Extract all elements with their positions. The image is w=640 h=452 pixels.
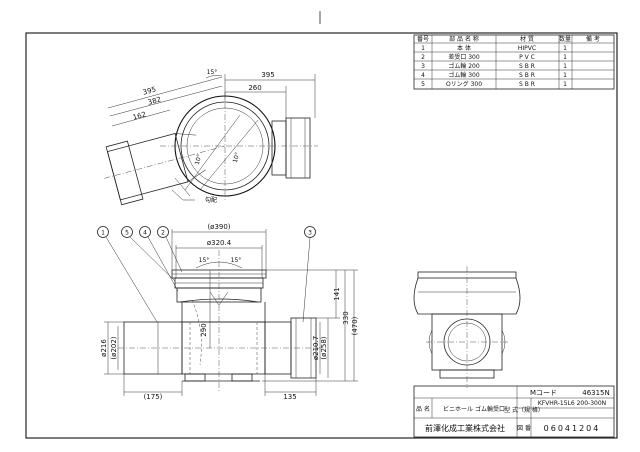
angle-15: 15° bbox=[207, 69, 218, 76]
svg-text:1: 1 bbox=[563, 72, 567, 79]
svg-text:Oリング 300: Oリング 300 bbox=[446, 80, 482, 88]
drawing-no-value: 06041204 bbox=[544, 424, 601, 433]
dim-470: (470) bbox=[351, 316, 359, 335]
header-material: 材 質 bbox=[520, 35, 534, 43]
code-label: Mコード bbox=[530, 389, 557, 397]
slope-note: 勾配 bbox=[205, 196, 217, 204]
table-row: 4 ゴム輪 300 S B R 1 bbox=[421, 71, 567, 79]
name-label: 品 名 bbox=[416, 405, 430, 413]
svg-text:1: 1 bbox=[563, 45, 567, 52]
table-row: 2 差受口 300 P V C 1 bbox=[421, 53, 567, 61]
balloon-1: 1 bbox=[97, 226, 109, 238]
dim-dia-258: (ø258) bbox=[320, 336, 328, 359]
balloon-2: 2 bbox=[157, 226, 169, 238]
balloon-3: 3 bbox=[304, 226, 316, 238]
balloon-4: 4 bbox=[139, 226, 151, 238]
dim-dia-216: ø216 bbox=[100, 339, 108, 357]
dim-dia-390: (ø390) bbox=[207, 223, 230, 231]
svg-text:1: 1 bbox=[421, 45, 425, 52]
sheet-border bbox=[25, 32, 618, 439]
side-view bbox=[413, 266, 521, 388]
svg-text:1: 1 bbox=[563, 81, 567, 88]
dim-175: (175) bbox=[144, 393, 163, 401]
svg-text:5: 5 bbox=[421, 81, 425, 88]
svg-text:S B R: S B R bbox=[519, 63, 535, 70]
svg-text:本 体: 本 体 bbox=[457, 44, 471, 52]
svg-text:S B R: S B R bbox=[519, 81, 535, 88]
dim-290: 290 bbox=[200, 323, 208, 336]
dim-162: 162 bbox=[132, 110, 147, 121]
balloon-5: 5 bbox=[121, 226, 133, 238]
dim-395: 395 bbox=[261, 71, 274, 79]
svg-text:2: 2 bbox=[161, 230, 165, 237]
dim-330: 330 bbox=[342, 311, 350, 324]
dim-395-angled: 395 bbox=[142, 85, 157, 96]
svg-text:3: 3 bbox=[421, 63, 425, 70]
svg-text:2: 2 bbox=[421, 54, 425, 61]
code-value: 46315N bbox=[582, 389, 610, 397]
svg-text:4: 4 bbox=[143, 230, 147, 237]
parts-table-header: 番号 部 品 名 称 材 質 数量 備 考 bbox=[417, 35, 600, 43]
product-name: ビニホール ゴム輪受口 bbox=[443, 405, 505, 413]
header-part-name: 部 品 名 称 bbox=[449, 35, 479, 43]
svg-text:5: 5 bbox=[125, 230, 129, 237]
dim-260: 260 bbox=[248, 84, 261, 92]
model-value: KFVHR-15L6 200-300N bbox=[538, 400, 606, 407]
svg-text:S B R: S B R bbox=[519, 72, 535, 79]
svg-text:P V C: P V C bbox=[519, 54, 535, 61]
top-view: 395 382 162 15° 395 260 10° 10° 勾配 bbox=[104, 69, 318, 206]
parts-table: 番号 部 品 名 称 材 質 数量 備 考 1 本 体 HIPVC 1 2 差受… bbox=[413, 34, 615, 90]
angle-10-left: 10° bbox=[194, 154, 204, 166]
header-no: 番号 bbox=[417, 36, 429, 43]
front-view: 1 5 4 2 3 bbox=[97, 223, 359, 401]
angle-10-right: 10° bbox=[232, 152, 242, 164]
table-row: 3 ゴム輪 200 S B R 1 bbox=[421, 62, 567, 70]
model-label: 型 式（規 格） bbox=[504, 406, 544, 414]
header-remarks: 備 考 bbox=[586, 35, 600, 43]
svg-text:差受口 300: 差受口 300 bbox=[448, 53, 480, 61]
svg-text:4: 4 bbox=[421, 72, 425, 79]
table-row: 5 Oリング 300 S B R 1 bbox=[421, 80, 567, 88]
angle-15-left: 15° bbox=[199, 257, 210, 264]
svg-text:1: 1 bbox=[101, 230, 105, 237]
dim-dia-210-7: ø210.7 bbox=[312, 336, 320, 360]
svg-text:3: 3 bbox=[308, 230, 312, 237]
dim-382: 382 bbox=[147, 95, 162, 106]
svg-text:ゴム輪 200: ゴム輪 200 bbox=[448, 62, 480, 70]
header-qty: 数量 bbox=[559, 35, 571, 43]
svg-text:1: 1 bbox=[563, 54, 567, 61]
drawing-no-label: 図 番 bbox=[517, 425, 531, 432]
table-row: 1 本 体 HIPVC 1 bbox=[421, 44, 567, 52]
dim-135: 135 bbox=[283, 393, 296, 401]
svg-text:1: 1 bbox=[563, 63, 567, 70]
title-block: Mコード 46315N 品 名 ビニホール ゴム輪受口 型 式（規 格） KFV… bbox=[413, 385, 615, 438]
angle-15-right: 15° bbox=[231, 257, 242, 264]
dim-141: 141 bbox=[333, 287, 341, 300]
svg-text:ゴム輪 300: ゴム輪 300 bbox=[448, 71, 480, 79]
dim-dia-202: (ø202) bbox=[110, 336, 118, 359]
dim-dia-320-4: ø320.4 bbox=[207, 239, 232, 247]
svg-text:HIPVC: HIPVC bbox=[518, 45, 536, 52]
company-name: 前澤化成工業株式会社 bbox=[425, 423, 505, 433]
